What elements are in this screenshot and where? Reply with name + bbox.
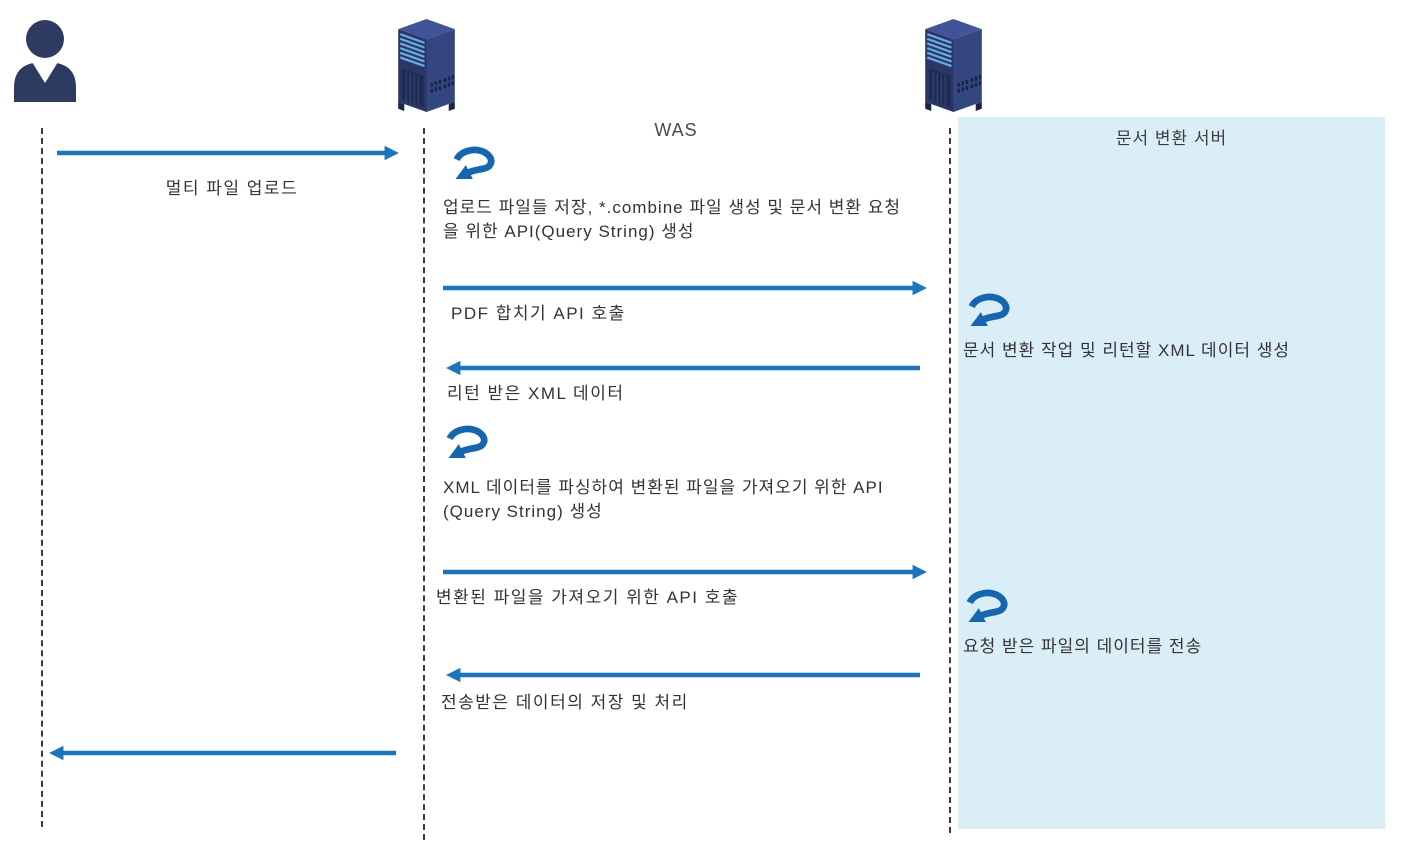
- message-arrow-returned-xml: [446, 360, 920, 376]
- self-action-label: XML 데이터를 파싱하여 변환된 파일을 가져오기 위한 API(Query …: [443, 478, 884, 521]
- loop-arrow-icon: [453, 146, 495, 179]
- self-action-label: 요청 받은 파일의 데이터를 전송: [963, 637, 1203, 656]
- message-arrow-fetch-file-api: [443, 564, 927, 580]
- message-arrow-multi-file-upload: [57, 145, 399, 161]
- message-label: 멀티 파일 업로드: [165, 179, 299, 198]
- message-arrow-received-data: [446, 667, 920, 683]
- loop-arrow-icon: [968, 293, 1010, 326]
- was-lifeline: [423, 128, 425, 840]
- was-server-icon: [398, 19, 455, 112]
- message-label: 변환된 파일을 가져오기 위한 API 호출: [436, 588, 739, 607]
- message-label: 리턴 받은 XML 데이터: [447, 384, 625, 403]
- doc-server-panel: [958, 117, 1385, 829]
- message-label: PDF 합치기 API 호출: [451, 304, 626, 323]
- message-arrow-pdf-merge-api: [443, 280, 927, 296]
- self-action-label: 업로드 파일들 저장, *.combine 파일 생성 및 문서 변환 요청을 …: [443, 198, 901, 241]
- message-label: 전송받은 데이터의 저장 및 처리: [441, 693, 689, 712]
- was-header-label: WAS: [654, 120, 698, 140]
- self-action-label: 문서 변환 작업 및 리턴할 XML 데이터 생성: [963, 341, 1290, 360]
- loop-arrow-icon: [966, 589, 1008, 622]
- doc-server-lifeline: [949, 128, 951, 833]
- user-icon: [14, 20, 76, 102]
- message-arrow-response-to-user: [49, 745, 396, 761]
- user-lifeline: [41, 128, 43, 827]
- doc-server-header-label: 문서 변환 서버: [1115, 129, 1228, 148]
- doc-server-icon: [925, 19, 982, 112]
- loop-arrow-icon: [446, 425, 488, 458]
